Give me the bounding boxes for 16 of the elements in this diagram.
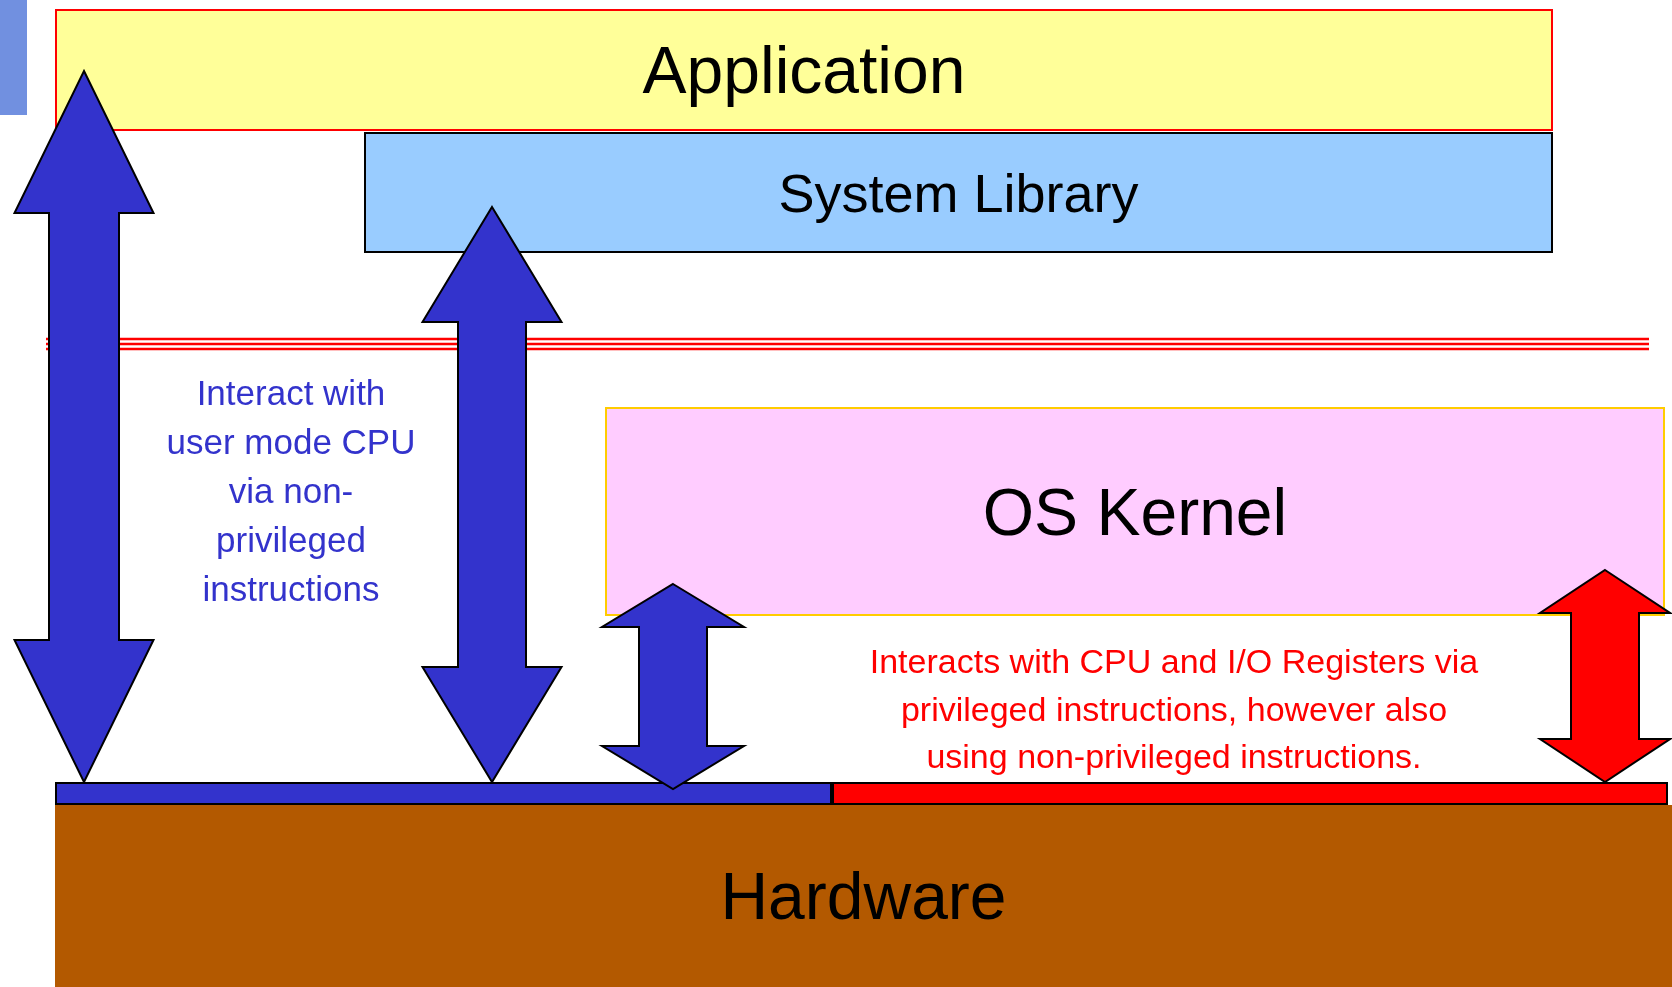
- application-layer: [55, 9, 1553, 131]
- interface-bar: [832, 782, 1668, 805]
- annotation-text: Interact with user mode CPU via non-privileged instructions: [165, 372, 417, 610]
- layer-title: OS Kernel: [982, 473, 1288, 550]
- double-arrow: [598, 582, 748, 791]
- hardware-layer: [55, 805, 1672, 987]
- double-arrow: [12, 68, 156, 785]
- system-library-layer: [364, 132, 1553, 253]
- os-kernel-layer: [605, 407, 1665, 616]
- double-arrow: [1536, 568, 1672, 784]
- interface-bar: [55, 782, 832, 805]
- double-arrow: [420, 205, 564, 784]
- layer-title: Hardware: [720, 858, 1007, 934]
- layer-title: Application: [642, 32, 966, 108]
- annotation-text: Interacts with CPU and I/O Registers via privileged instructions, however also using non-privileged instructions.: [868, 641, 1480, 778]
- layer-title: System Library: [778, 161, 1139, 224]
